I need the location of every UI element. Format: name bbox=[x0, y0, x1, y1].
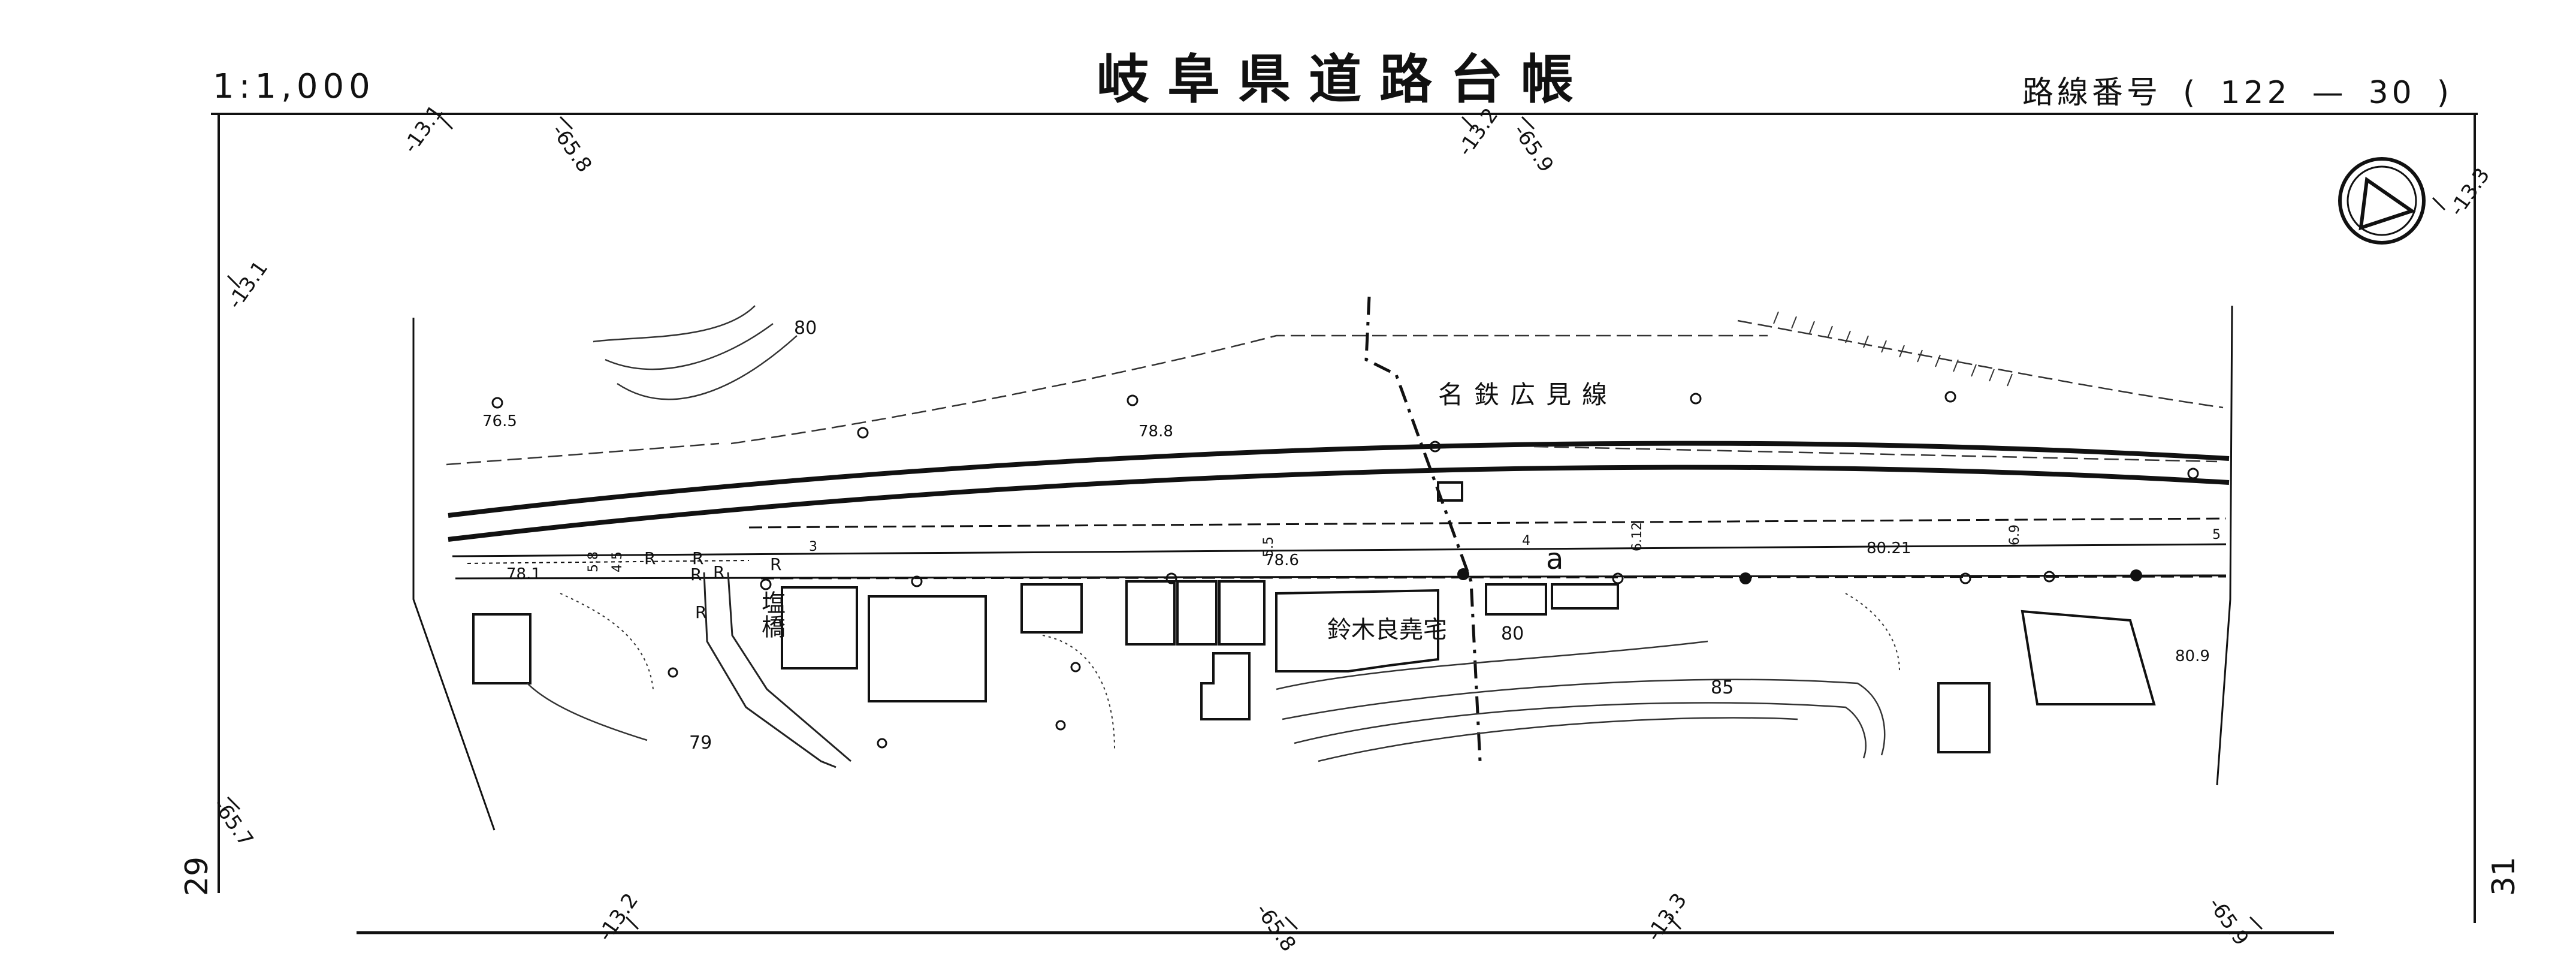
r-label: R bbox=[695, 602, 707, 622]
r-label: R bbox=[713, 562, 725, 582]
road-width-label: 5.8 bbox=[586, 551, 601, 572]
road-width-label: 4.5 bbox=[610, 551, 625, 572]
route-number-primary: 122 bbox=[2220, 75, 2291, 111]
vegetation bbox=[560, 593, 1900, 750]
road-width-label: 6.12 bbox=[1630, 522, 1645, 551]
route-dash: — bbox=[2312, 75, 2347, 111]
manholes bbox=[1457, 568, 2142, 584]
contour-label: 80 bbox=[1501, 623, 1524, 644]
road-width-label: 5 bbox=[2212, 527, 2221, 542]
map-scale: 1:1,000 bbox=[213, 67, 375, 106]
house-label: 鈴木良堯宅 bbox=[1327, 616, 1447, 644]
utility-poles bbox=[491, 391, 2199, 749]
contour-label: 79 bbox=[689, 732, 712, 753]
road-width-label: 6.9 bbox=[2007, 524, 2022, 545]
grid-marks bbox=[227, 116, 2446, 930]
r-label: R bbox=[644, 548, 656, 568]
elevation-label: 78.8 bbox=[1138, 423, 1173, 441]
road-width-label: 4 bbox=[1522, 533, 1530, 548]
route-close-paren: ) bbox=[2436, 75, 2453, 111]
elevation-label: 76.5 bbox=[482, 412, 517, 430]
route-number: 路線番号 (122 — 30) bbox=[2022, 67, 2474, 112]
r-label: R bbox=[692, 548, 704, 568]
route-number-secondary: 30 bbox=[2368, 75, 2415, 111]
embankment bbox=[446, 319, 2224, 466]
section-mark: a bbox=[1546, 542, 1564, 576]
contours bbox=[527, 305, 1886, 762]
north-arrow-icon bbox=[2338, 157, 2426, 245]
elevation-label: 78.1 bbox=[506, 565, 541, 583]
road-width-label: 5.5 bbox=[1261, 536, 1276, 557]
elevation-label: 80.9 bbox=[2175, 647, 2210, 665]
route-open-paren: ( bbox=[2183, 75, 2199, 111]
boundary-line bbox=[1364, 296, 1482, 762]
slope-ticks bbox=[1773, 311, 2013, 387]
railway-label: 名鉄広見線 bbox=[1438, 380, 1618, 409]
map-frame bbox=[211, 113, 2478, 934]
elevation-label: 80.21 bbox=[1867, 539, 1911, 557]
r-label: R bbox=[690, 565, 702, 584]
drawing-boundary bbox=[412, 305, 2233, 831]
r-label: R bbox=[770, 554, 782, 574]
page-title: 岐阜県道路台帳 bbox=[1097, 49, 1592, 110]
next-sheet-number: 31 bbox=[2486, 856, 2523, 897]
creek bbox=[703, 572, 851, 768]
contour-label: 85 bbox=[1711, 677, 1734, 698]
route-label: 路線番号 bbox=[2022, 75, 2162, 111]
elevation-label: 78.6 bbox=[1264, 551, 1299, 569]
contour-label: 80 bbox=[794, 318, 817, 339]
buildings bbox=[472, 481, 2156, 753]
road bbox=[452, 517, 2227, 580]
railway-line bbox=[448, 441, 2230, 542]
prev-sheet-number: 29 bbox=[179, 856, 216, 897]
place-label: 塩橋 bbox=[757, 590, 785, 638]
road-width-label: 3 bbox=[809, 539, 817, 554]
